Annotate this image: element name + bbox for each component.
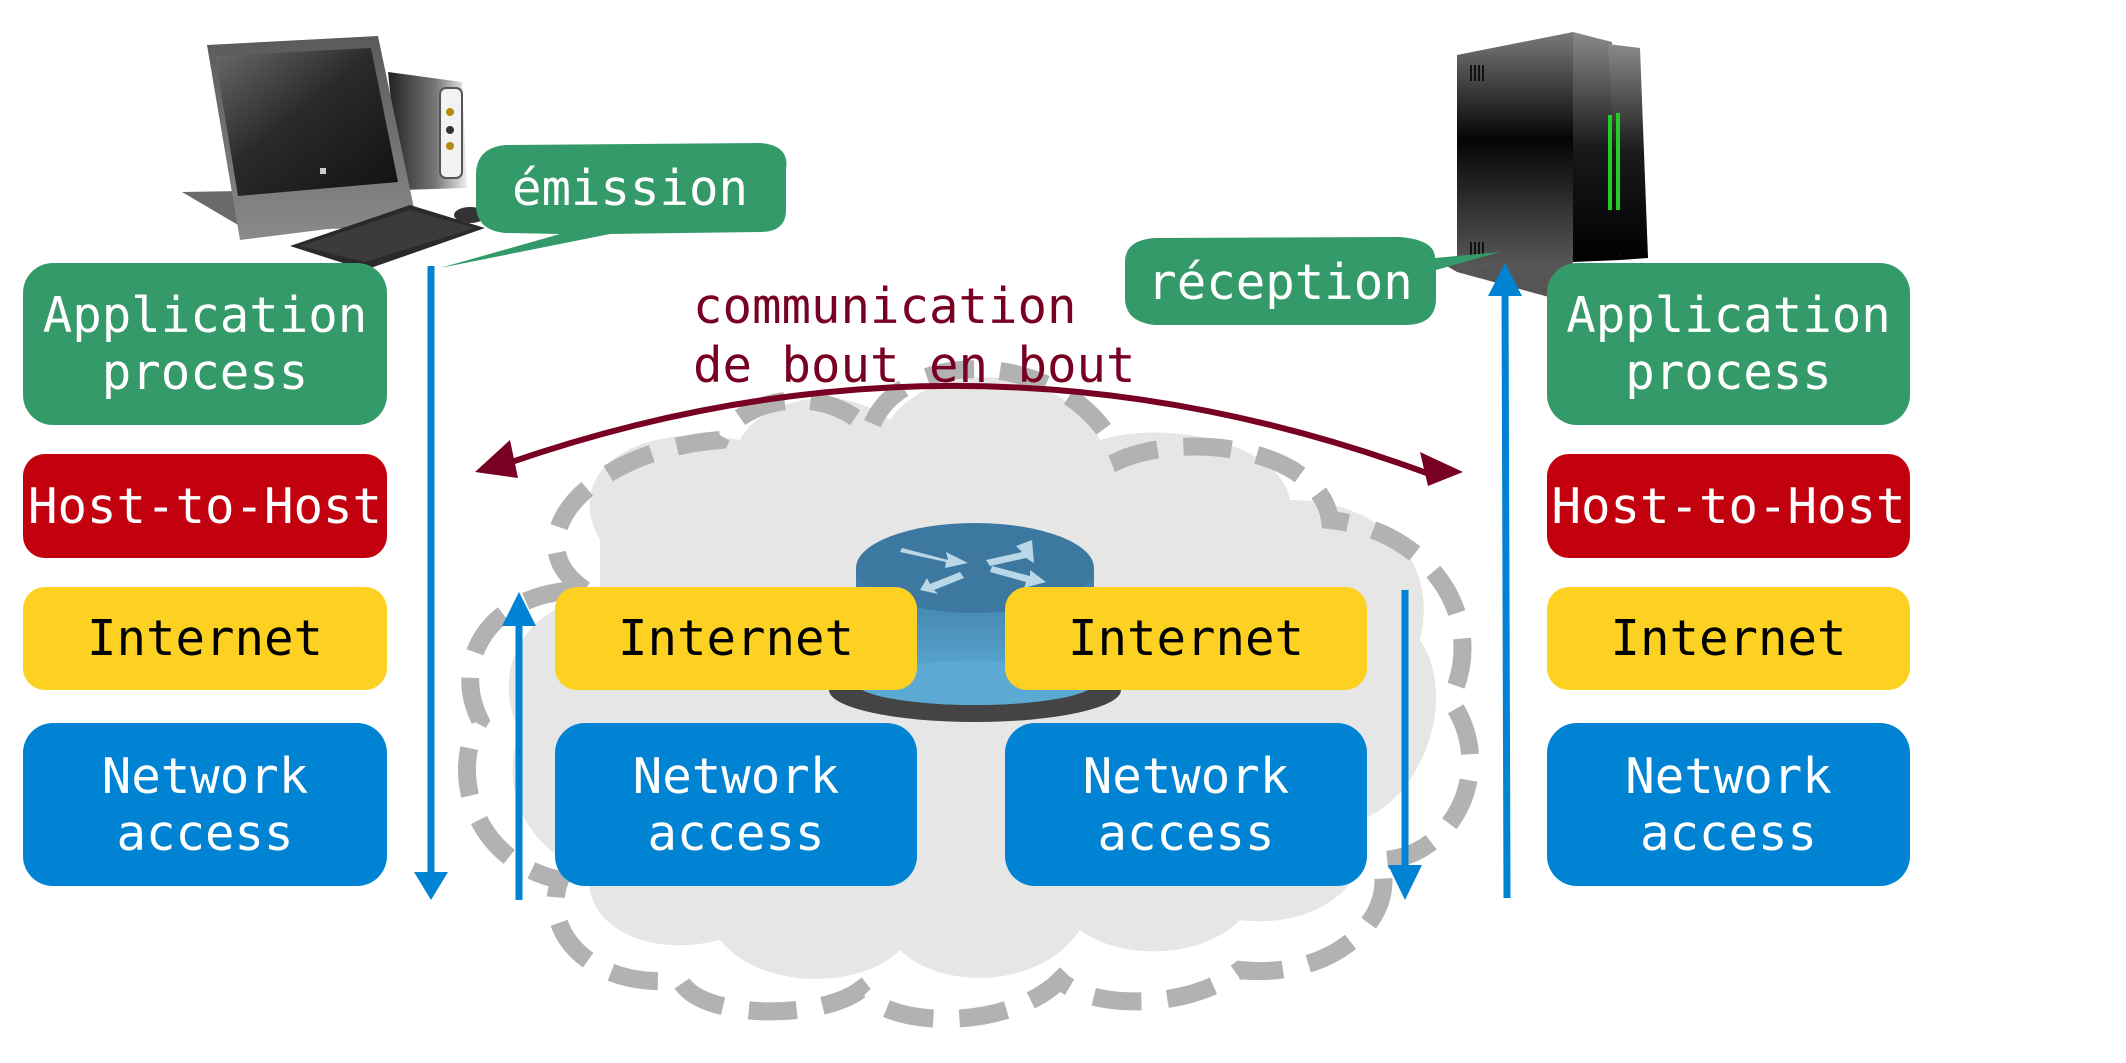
sender-network-access-layer: Network access bbox=[23, 723, 387, 886]
arrow-up-icon bbox=[502, 592, 536, 626]
arrow-down-icon bbox=[1388, 865, 1422, 900]
receiver-network-access-layer: Network access bbox=[1547, 723, 1910, 886]
receiver-host-to-host-layer: Host-to-Host bbox=[1547, 454, 1910, 558]
desktop-computer-icon bbox=[182, 36, 486, 270]
arrow-down-icon bbox=[414, 872, 448, 900]
router-right-internet-layer: Internet bbox=[1005, 587, 1367, 690]
end-to-end-label-line2: de bout en bout bbox=[693, 337, 1136, 394]
arrow-up-icon bbox=[1488, 263, 1522, 296]
emission-label: émission bbox=[512, 160, 748, 217]
cloud-outline bbox=[458, 360, 1480, 1028]
router-left-network-access-layer: Network access bbox=[555, 723, 917, 886]
sender-host-to-host-layer: Host-to-Host bbox=[23, 454, 387, 558]
sender-down-arrow bbox=[414, 266, 448, 900]
arc-left-arrowhead-icon bbox=[475, 440, 518, 478]
router-arrows-icon bbox=[900, 540, 1046, 594]
router-right-network-access-layer: Network access bbox=[1005, 723, 1367, 886]
router-left-internet-layer: Internet bbox=[555, 587, 917, 690]
arc-right-arrowhead-icon bbox=[1420, 452, 1463, 486]
sender-application-layer: Application process bbox=[23, 263, 387, 425]
receiver-up-arrow bbox=[1488, 263, 1522, 899]
reception-label: réception bbox=[1147, 254, 1413, 311]
reception-callout: réception bbox=[1125, 237, 1500, 325]
receiver-internet-layer: Internet bbox=[1547, 587, 1910, 690]
router-down-arrow bbox=[1388, 590, 1422, 900]
receiver-application-layer: Application process bbox=[1547, 263, 1910, 425]
sender-internet-layer: Internet bbox=[23, 587, 387, 690]
end-to-end-label-line1: communication bbox=[693, 278, 1077, 335]
router-up-arrow bbox=[502, 592, 536, 900]
emission-callout: émission bbox=[440, 143, 787, 268]
server-tower-icon bbox=[1440, 32, 1648, 300]
end-to-end-arrow: communication de bout en bout bbox=[475, 278, 1463, 486]
